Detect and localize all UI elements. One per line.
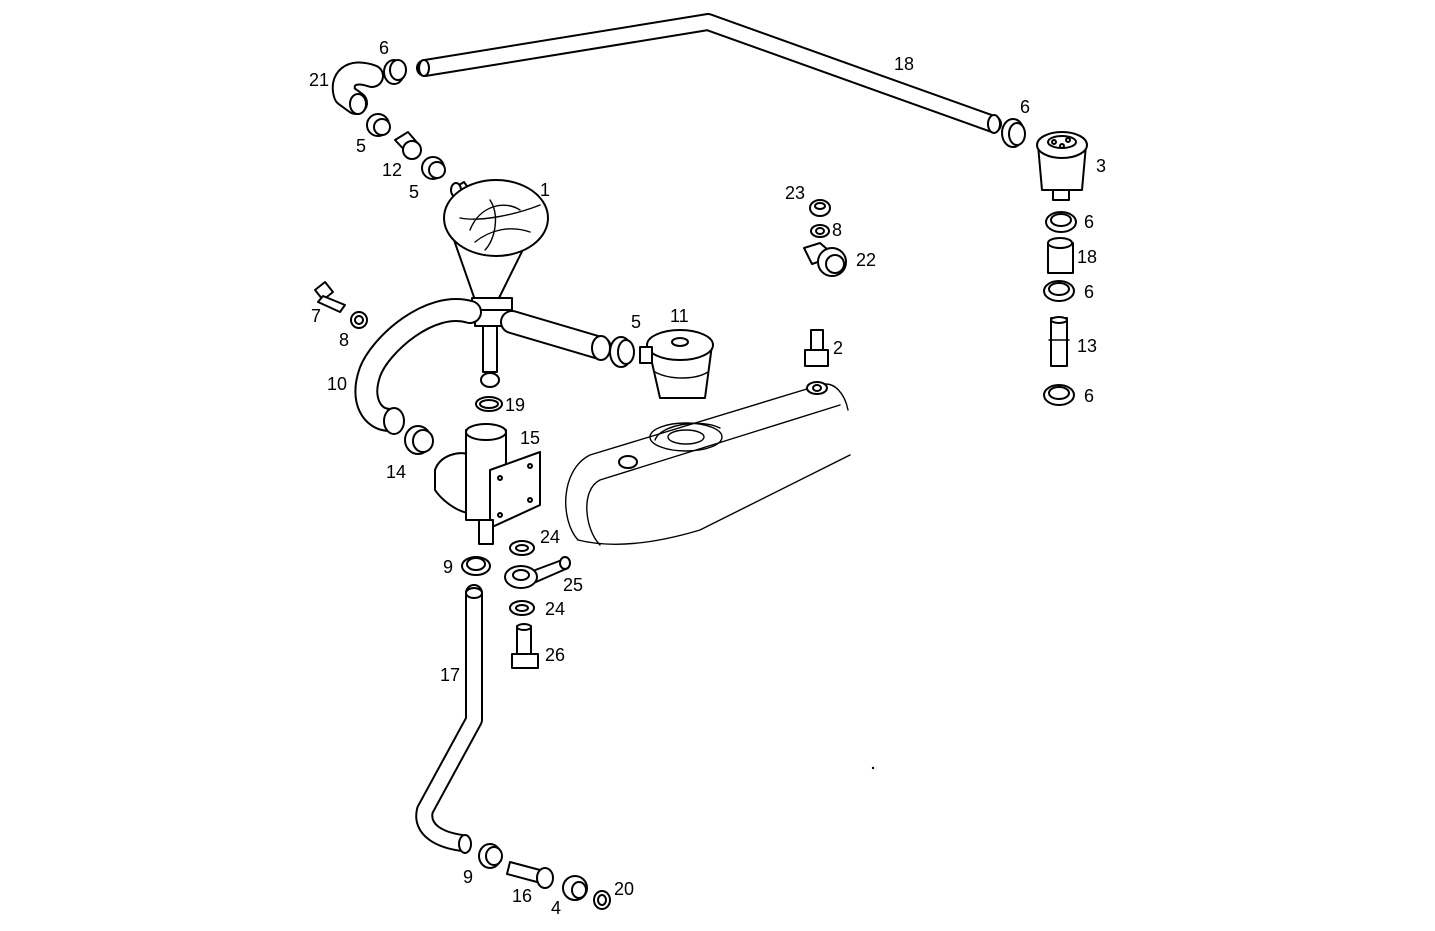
hose-18-top: [416, 13, 1002, 134]
callout-labels: 1 2 3 4 5 5 5 6 6 6 6 6 7 8 8 9 9 10 11 …: [309, 38, 1106, 918]
nut-4: [562, 875, 588, 901]
hose-to-separator: [500, 310, 612, 361]
callout-14: 14: [386, 462, 406, 482]
engine-cover-outline: [565, 383, 851, 546]
connector-13: [1048, 316, 1070, 367]
callout-6-top-right: 6: [1020, 97, 1030, 117]
callout-6-right-3: 6: [1084, 282, 1094, 302]
callout-7: 7: [311, 306, 321, 326]
callout-6-top-left: 6: [379, 38, 389, 58]
callout-6-right-2: 6: [1084, 212, 1094, 232]
clamp-5-lower: [421, 156, 446, 180]
bracket-clamp-22: [803, 242, 847, 277]
washer-24-upper: [509, 540, 535, 556]
fitting-16: [506, 861, 554, 889]
callout-3: 3: [1096, 156, 1106, 176]
callout-18-top: 18: [894, 54, 914, 74]
washer-24-lower: [509, 600, 535, 616]
clamp-6-top-left: [383, 59, 407, 85]
callout-5-upper: 5: [356, 136, 366, 156]
stray-dot: [871, 766, 875, 770]
clamp-9-upper: [461, 556, 491, 576]
breather-assembly-1: [443, 179, 549, 388]
callout-21: 21: [309, 70, 329, 90]
canister-11: [639, 329, 714, 399]
callout-15: 15: [520, 428, 540, 448]
washer-20: [593, 890, 611, 910]
elbow-hose-21: [331, 61, 384, 115]
clamp-5-upper: [366, 113, 391, 137]
callout-6-right-4: 6: [1084, 386, 1094, 406]
nut-23: [809, 199, 831, 217]
callout-17: 17: [440, 665, 460, 685]
hose-10: [354, 298, 482, 435]
callout-5-lower: 5: [409, 182, 419, 202]
callout-18-right: 18: [1077, 247, 1097, 267]
callout-24-lower: 24: [545, 599, 565, 619]
callout-19: 19: [505, 395, 525, 415]
callout-10: 10: [327, 374, 347, 394]
clamp-5-right: [609, 336, 635, 368]
callout-2: 2: [833, 338, 843, 358]
clamp-6-right-top: [1001, 118, 1026, 148]
clamp-6-right-3: [1043, 280, 1075, 302]
callout-8-mid: 8: [832, 220, 842, 240]
callout-22: 22: [856, 250, 876, 270]
stud-2: [804, 329, 829, 395]
filter-cup-3: [1036, 131, 1088, 201]
banjo-fitting-25: [504, 556, 571, 589]
callout-5-right: 5: [631, 312, 641, 332]
clamp-14: [404, 425, 434, 455]
clamp-6-right-2: [1045, 211, 1077, 233]
callout-16: 16: [512, 886, 532, 906]
elbow-fitting-15: [434, 423, 541, 545]
callout-1: 1: [540, 180, 550, 200]
seal-19: [475, 396, 503, 412]
washer-8-mid: [810, 224, 830, 238]
clamp-6-right-4: [1043, 384, 1075, 406]
callout-9-upper: 9: [443, 557, 453, 577]
callout-13: 13: [1077, 336, 1097, 356]
hose-18-short: [1047, 237, 1074, 274]
bolt-7: [314, 281, 346, 313]
callout-9-lower: 9: [463, 867, 473, 887]
callout-23: 23: [785, 183, 805, 203]
callout-26: 26: [545, 645, 565, 665]
callout-11: 11: [670, 306, 689, 326]
washer-8-left: [350, 311, 368, 329]
callout-4: 4: [551, 898, 561, 918]
hose-17: [415, 584, 483, 854]
callout-12: 12: [382, 160, 402, 180]
connector-12: [394, 131, 422, 160]
callout-24-upper: 24: [540, 527, 560, 547]
callout-25: 25: [563, 575, 583, 595]
clamp-9-lower: [478, 843, 503, 869]
banjo-bolt-26: [511, 623, 539, 669]
callout-20: 20: [614, 879, 634, 899]
callout-8-left: 8: [339, 330, 349, 350]
